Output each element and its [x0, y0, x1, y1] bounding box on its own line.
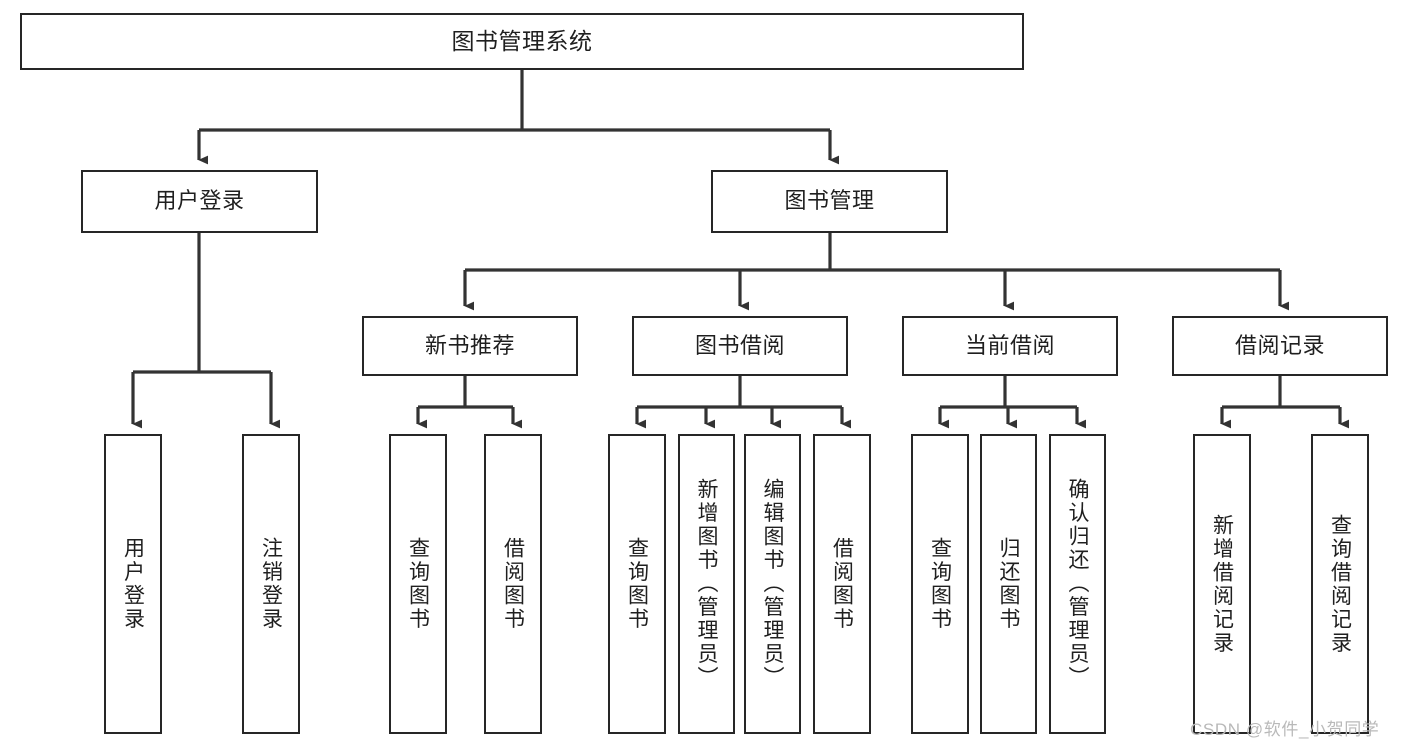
node-leaf-query-book-3-label: 查询图书 [928, 537, 952, 631]
node-new-book-recommend-label: 新书推荐 [424, 332, 515, 358]
node-new-book-recommend[interactable]: 新书推荐 [362, 316, 578, 376]
node-leaf-user-logout[interactable]: 注销登录 [242, 434, 300, 734]
node-leaf-borrow-book-1-label: 借阅图书 [501, 537, 525, 631]
node-leaf-borrow-book-2[interactable]: 借阅图书 [813, 434, 871, 734]
node-book-management-label: 图书管理 [784, 188, 875, 214]
node-leaf-borrow-book-1[interactable]: 借阅图书 [484, 434, 542, 734]
node-book-borrow[interactable]: 图书借阅 [632, 316, 848, 376]
node-user-login-label: 用户登录 [154, 188, 245, 214]
node-leaf-query-book-2[interactable]: 查询图书 [608, 434, 666, 734]
node-root-label: 图书管理系统 [451, 28, 593, 55]
node-leaf-user-login-label: 用户登录 [121, 537, 145, 631]
node-leaf-user-logout-label: 注销登录 [259, 537, 283, 631]
node-leaf-edit-book[interactable]: 编辑图书（管理员） [744, 434, 801, 734]
node-leaf-query-book-3[interactable]: 查询图书 [911, 434, 969, 734]
node-leaf-add-record-label: 新增借阅记录 [1210, 513, 1234, 655]
node-borrow-record[interactable]: 借阅记录 [1172, 316, 1388, 376]
node-leaf-borrow-book-2-label: 借阅图书 [830, 537, 854, 631]
node-leaf-query-record[interactable]: 查询借阅记录 [1311, 434, 1369, 734]
node-leaf-query-record-label: 查询借阅记录 [1328, 513, 1352, 655]
node-leaf-user-login[interactable]: 用户登录 [104, 434, 162, 734]
node-leaf-confirm-return-label: 确认归还（管理员） [1066, 478, 1089, 690]
node-user-login[interactable]: 用户登录 [81, 170, 318, 233]
node-current-borrow[interactable]: 当前借阅 [902, 316, 1118, 376]
node-root[interactable]: 图书管理系统 [20, 13, 1024, 70]
node-leaf-query-book-1[interactable]: 查询图书 [389, 434, 447, 734]
node-book-borrow-label: 图书借阅 [694, 332, 785, 358]
node-leaf-add-book[interactable]: 新增图书（管理员） [678, 434, 735, 734]
node-leaf-query-book-1-label: 查询图书 [406, 537, 430, 631]
node-leaf-edit-book-label: 编辑图书（管理员） [761, 478, 784, 690]
node-current-borrow-label: 当前借阅 [964, 332, 1055, 358]
node-leaf-query-book-2-label: 查询图书 [625, 537, 649, 631]
node-book-management[interactable]: 图书管理 [711, 170, 948, 233]
node-leaf-return-book-label: 归还图书 [997, 537, 1020, 631]
node-leaf-add-record[interactable]: 新增借阅记录 [1193, 434, 1251, 734]
node-leaf-add-book-label: 新增图书（管理员） [695, 478, 718, 690]
node-leaf-return-book[interactable]: 归还图书 [980, 434, 1037, 734]
node-leaf-confirm-return[interactable]: 确认归还（管理员） [1049, 434, 1106, 734]
node-borrow-record-label: 借阅记录 [1234, 332, 1325, 358]
